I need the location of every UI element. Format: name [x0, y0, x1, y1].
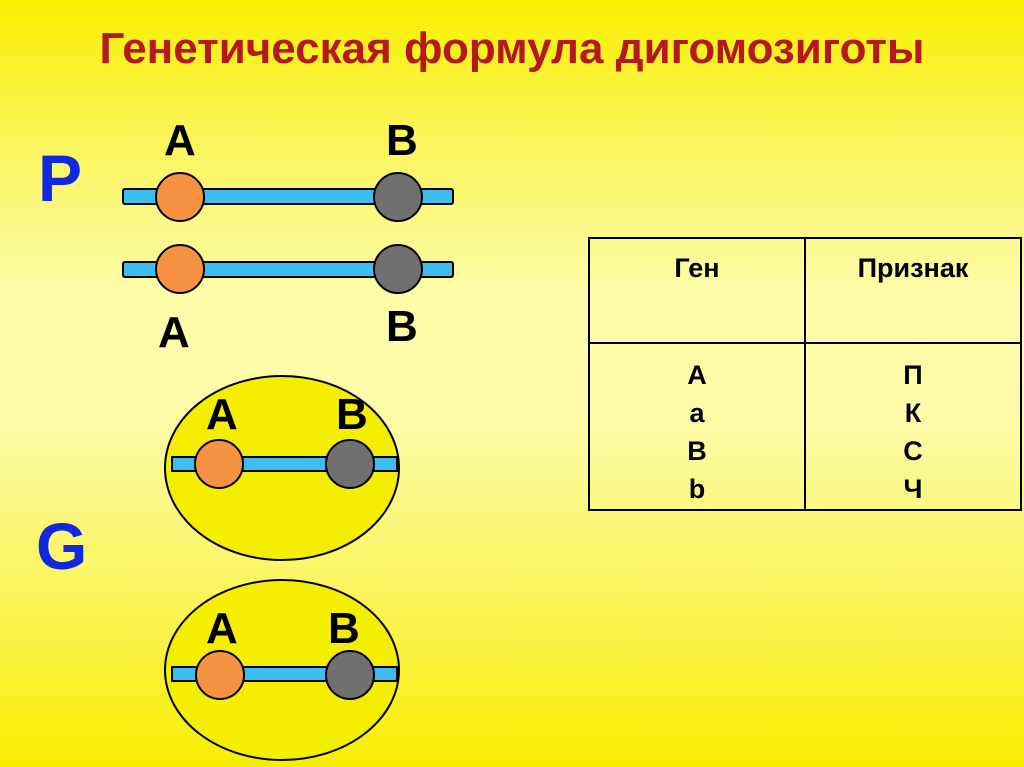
gene-value: A [687, 360, 707, 390]
trait-value: К [904, 398, 922, 428]
gamete1-gene-left-label: A [206, 390, 238, 439]
parent-chromosome-1 [122, 172, 454, 222]
allele-a-circle [194, 439, 244, 489]
gene-value: a [689, 398, 705, 428]
gamete2-gene-left-label: A [206, 604, 238, 653]
gene-value: b [688, 474, 706, 504]
allele-b-circle [325, 439, 375, 489]
table-header-trait: Признак [804, 237, 1022, 344]
allele-b-circle [325, 650, 375, 700]
gene-value: B [687, 436, 707, 466]
table-row: A a B b П К С Ч [588, 342, 1022, 511]
parent2-gene-left-label: A [158, 308, 190, 357]
gamete1-gene-right-label: B [336, 390, 368, 439]
trait-column-cell: П К С Ч [804, 342, 1022, 511]
parent1-gene-right-label: B [386, 116, 418, 165]
chromosome-bar [122, 188, 454, 205]
gamete-cell-1 [164, 375, 400, 561]
parent-generation-label: P [38, 141, 83, 215]
allele-b-circle [373, 244, 423, 294]
table-header-gene: Ген [588, 237, 806, 344]
parent2-gene-right-label: B [386, 302, 418, 351]
allele-a-circle [155, 244, 205, 294]
trait-value: П [903, 360, 923, 390]
table-header-row: Ген Признак [588, 237, 1022, 344]
gene-column-cell: A a B b [588, 342, 806, 511]
gene-trait-table: Ген Признак A a B b П К С Ч [588, 237, 1022, 511]
gamete2-gene-right-label: B [328, 604, 360, 653]
page-title: Генетическая формула дигомозиготы [99, 24, 925, 73]
allele-a-circle [155, 172, 205, 222]
trait-value: Ч [903, 474, 923, 504]
parent-chromosome-2 [122, 244, 454, 294]
chromosome-bar [122, 261, 454, 278]
gamete-cell-2 [164, 579, 400, 761]
allele-b-circle [373, 172, 423, 222]
trait-value: С [903, 436, 923, 466]
allele-a-circle [195, 650, 245, 700]
parent1-gene-left-label: A [164, 116, 196, 165]
gamete-generation-label: G [36, 509, 88, 583]
